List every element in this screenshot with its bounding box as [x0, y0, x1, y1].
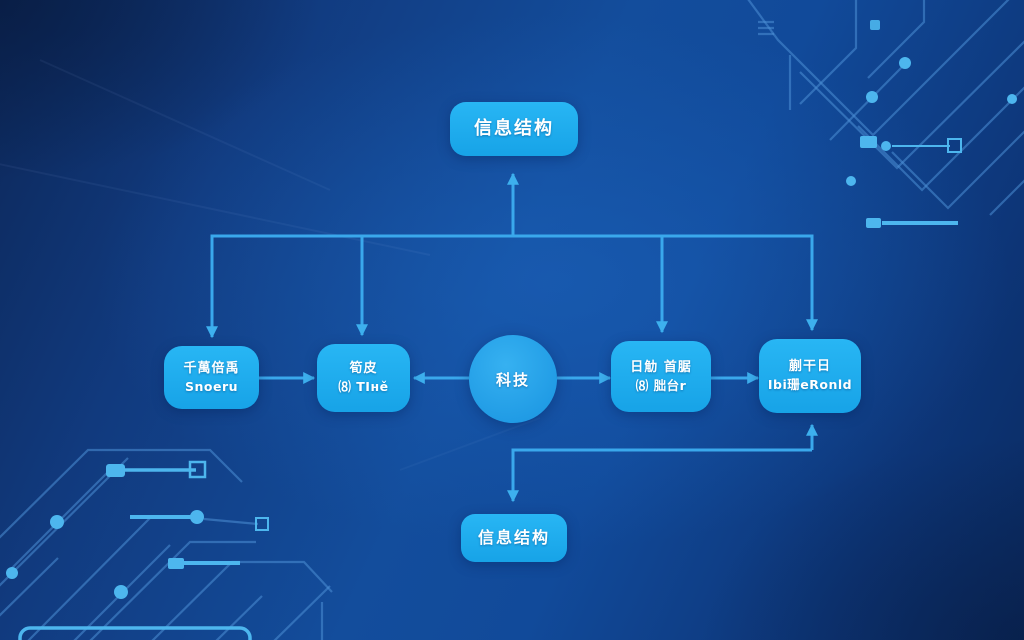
node-label-line2: ⑻ TIнě — [338, 379, 389, 395]
circuit-bright-lines-bottom-left — [18, 460, 269, 640]
node-label: 科技 — [495, 370, 530, 389]
node-info-structure-top: 信息结构 — [450, 102, 578, 156]
node-info-structure-bottom: 信息结构 — [461, 514, 567, 562]
node-label-line1: 千萬倍禹 — [183, 360, 240, 376]
node-row-1: 千萬倍禹 Snoeru — [164, 346, 259, 409]
arrow-loop-to-bottom-node — [507, 448, 812, 503]
background-streaks — [0, 59, 541, 471]
node-row-4: 日觔 首腒 ⑻ 朏台r — [611, 341, 711, 412]
node-label: 信息结构 — [477, 527, 550, 547]
node-label-line1: 筍皮 — [349, 361, 378, 377]
circuit-pads-top-right — [846, 20, 1017, 228]
node-label-line1: 蒯干日 — [788, 359, 831, 375]
node-label-line2: Ibi珊eRonld — [767, 377, 853, 393]
circuit-bright-lines-top-right — [882, 138, 962, 225]
node-row-2: 筍皮 ⑻ TIнě — [317, 344, 410, 412]
circuit-decoration-top-right — [747, 0, 1024, 216]
node-label-line1: 日觔 首腒 — [630, 359, 692, 375]
node-label-line2: ⑻ 朏台r — [635, 377, 687, 393]
node-label: 信息结构 — [474, 118, 554, 140]
node-tech-circle: 科技 — [469, 335, 557, 423]
circuit-pads-bottom-left — [6, 464, 204, 599]
node-row-5: 蒯干日 Ibi珊eRonld — [759, 339, 861, 413]
node-label-line2: Snoeru — [184, 378, 239, 394]
